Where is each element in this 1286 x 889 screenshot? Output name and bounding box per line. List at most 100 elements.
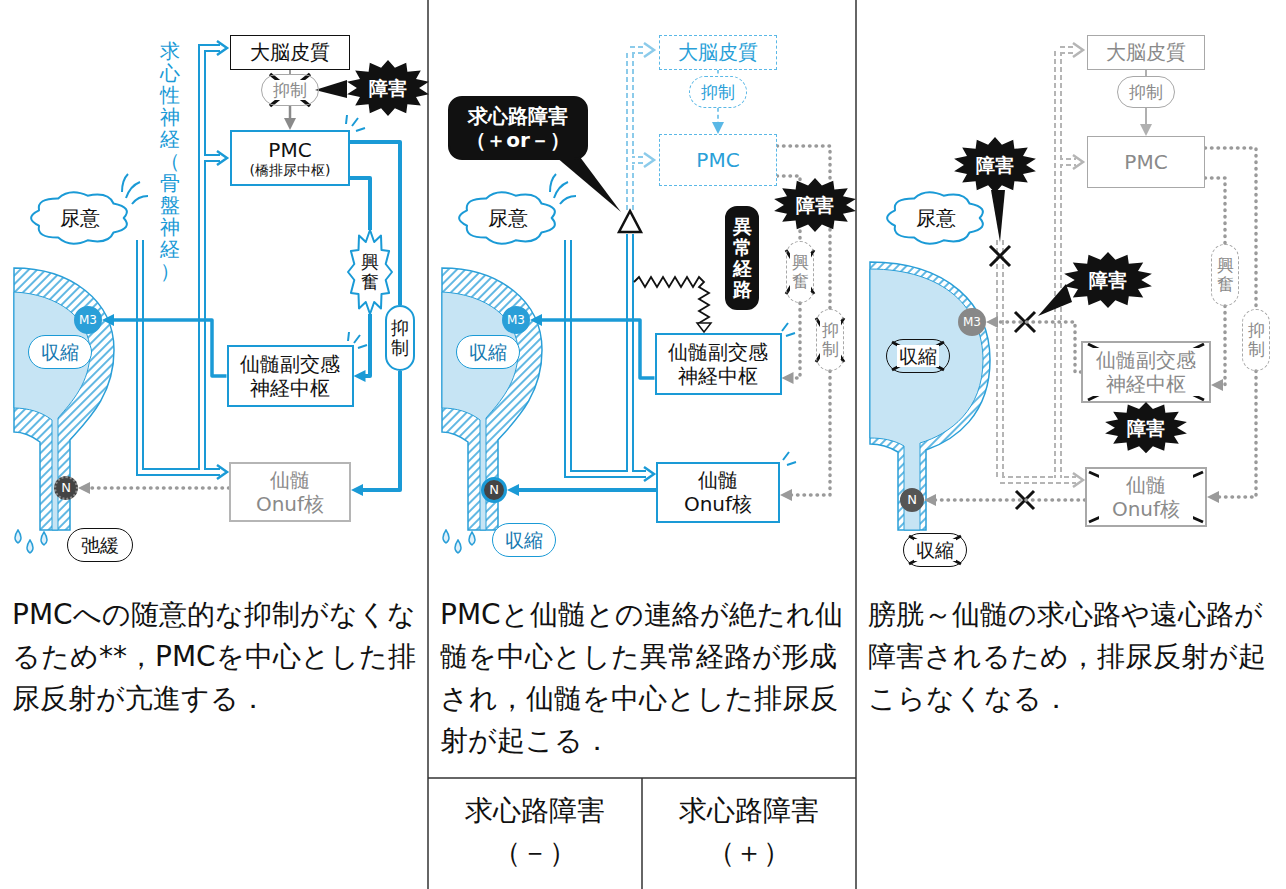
burst-tail bbox=[991, 190, 1005, 242]
node-text: 尿意 bbox=[488, 206, 528, 230]
cross-mark bbox=[990, 246, 1010, 266]
node-text: 抑制 bbox=[1246, 321, 1267, 358]
node-text: 収縮 bbox=[469, 341, 507, 364]
node-text: N bbox=[61, 480, 71, 496]
contraction-oval: 収縮 bbox=[456, 335, 520, 369]
panel-divider bbox=[427, 0, 429, 889]
pmc-box: PMC bbox=[659, 134, 777, 186]
connector bbox=[289, 106, 292, 124]
burst-outline bbox=[347, 60, 429, 116]
afferent-nerve-faded bbox=[1000, 50, 1076, 480]
afferent-nerve-faded bbox=[630, 50, 646, 210]
node-text: 抑制 bbox=[701, 82, 735, 102]
connector bbox=[1213, 371, 1256, 497]
urge-cloud: 尿意 bbox=[884, 189, 988, 247]
urge-cloud: 尿意 bbox=[456, 189, 560, 247]
cross-mark bbox=[786, 250, 844, 362]
nerve-label: 求心性神経（骨盤神経） bbox=[160, 40, 180, 282]
spark-marks bbox=[782, 323, 796, 465]
node-text: 仙髄 Onuf核 bbox=[1099, 473, 1193, 521]
cortex-box: 大脳皮質 bbox=[659, 35, 777, 70]
inhibition-oval: 抑制 bbox=[385, 305, 415, 371]
connector bbox=[84, 486, 229, 490]
node-text: 尿意 bbox=[916, 206, 956, 230]
node-text: 大脳皮質 bbox=[678, 40, 758, 64]
node-text: 収縮 bbox=[914, 539, 956, 562]
connector bbox=[777, 146, 830, 309]
pmc-box: PMC(橋排尿中枢) bbox=[230, 130, 350, 186]
connector bbox=[717, 108, 719, 128]
node-text: 興奮 bbox=[361, 252, 379, 292]
caption: PMCへの随意的な抑制がなくなるため**，PMCを中心とした排尿反射が亢進する． bbox=[12, 594, 424, 720]
node-text: 障害 bbox=[796, 194, 834, 217]
node-text: 仙髄 Onuf核 bbox=[245, 468, 335, 516]
node-text: 異常経路 bbox=[733, 216, 752, 300]
node-text: 大脳皮質 bbox=[1106, 40, 1186, 64]
afferent-nerve bbox=[140, 48, 220, 472]
urge-cloud: 尿意 bbox=[28, 189, 132, 247]
node-text: 収縮 bbox=[897, 345, 939, 368]
node-text: 弛緩 bbox=[81, 534, 119, 557]
abnormal-pathway bbox=[634, 277, 709, 327]
connector bbox=[992, 322, 1081, 372]
node-text: 収縮 bbox=[505, 529, 543, 552]
connector bbox=[357, 371, 400, 490]
node-text: 仙髄副交感 神経中枢 bbox=[237, 352, 343, 400]
splash bbox=[122, 174, 148, 204]
excitation-oval: 興奮 bbox=[786, 241, 814, 303]
node-text: N bbox=[907, 492, 917, 508]
n-receptor: N bbox=[481, 477, 507, 503]
node-text: 仙髄副交感 神経中枢 bbox=[665, 340, 771, 388]
afferent-arrowheads bbox=[217, 41, 227, 479]
pmc-box: PMC bbox=[1087, 136, 1205, 188]
node-text: 収縮 bbox=[41, 341, 79, 364]
node-text: PMC bbox=[696, 148, 739, 172]
table-cell: 求心路障害 （＋） bbox=[674, 790, 824, 874]
afferent-arrowheads bbox=[644, 43, 654, 167]
node-text: 興奮 bbox=[790, 253, 811, 290]
m3-receptor: M3 bbox=[958, 308, 986, 336]
bladder-wall bbox=[14, 268, 114, 530]
cross-mark bbox=[1088, 344, 1204, 400]
connector bbox=[1205, 148, 1256, 309]
connector bbox=[513, 488, 656, 492]
connector bbox=[786, 371, 830, 495]
node-text: 抑制 bbox=[391, 318, 409, 358]
contraction-oval: 収縮 bbox=[28, 335, 92, 369]
callout-box: 求心路障害 （＋or－） bbox=[448, 96, 588, 160]
cloud-outline bbox=[31, 192, 127, 243]
damage-burst: 障害 bbox=[773, 178, 857, 232]
table-cell: 求心路障害 （－） bbox=[460, 790, 610, 874]
inhibition-oval: 抑制 bbox=[1242, 309, 1270, 371]
damage-burst: 障害 bbox=[1104, 402, 1188, 453]
node-text: 障害 bbox=[1127, 417, 1165, 440]
callout-box: 異常経路 bbox=[725, 206, 759, 310]
node-text: (橋排尿中枢) bbox=[250, 162, 331, 179]
onuf-box: 仙髄 Onuf核 bbox=[229, 462, 351, 522]
connector bbox=[717, 70, 719, 77]
inhibition-oval: 抑制 bbox=[1117, 76, 1175, 107]
cross-mark bbox=[909, 536, 961, 564]
burst-outline bbox=[348, 230, 392, 314]
node-text: PMC bbox=[268, 138, 311, 162]
cortex-box: 大脳皮質 bbox=[230, 35, 350, 70]
node-text: 抑制 bbox=[820, 321, 841, 358]
sacral-center-box: 仙髄副交感 神経中枢 bbox=[1081, 341, 1211, 403]
node-text: 仙髄副交感 神経中枢 bbox=[1091, 348, 1201, 396]
contraction-oval: 収縮 bbox=[886, 339, 950, 373]
lesion-triangle bbox=[619, 211, 641, 232]
abnormal-pathway-head bbox=[697, 323, 711, 332]
n-receptor: N bbox=[54, 476, 78, 500]
onuf-box: 仙髄 Onuf核 bbox=[1085, 467, 1207, 527]
callout-pointer bbox=[556, 157, 621, 212]
node-text: 抑制 bbox=[1129, 82, 1163, 102]
node-text: M3 bbox=[963, 315, 981, 329]
connector bbox=[1217, 306, 1225, 385]
connector bbox=[360, 314, 371, 376]
caption: 膀胱～仙髄の求心路や遠心路が障害されるため，排尿反射が起こらなくなる． bbox=[868, 594, 1280, 720]
connector bbox=[536, 320, 655, 378]
connector bbox=[350, 178, 370, 230]
node-text: 求心路障害 （＋or－） bbox=[458, 104, 578, 152]
